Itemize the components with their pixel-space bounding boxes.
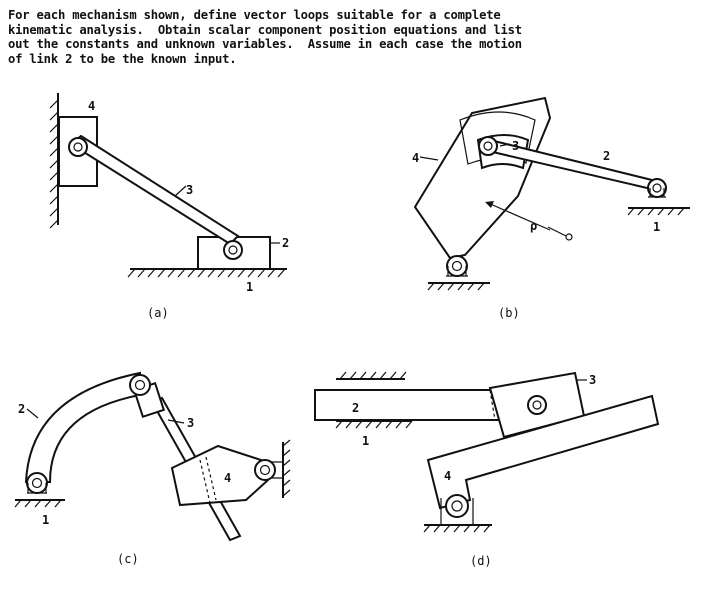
fig-c-ground-support [27,483,47,494]
fig-d-link-4 [426,394,660,510]
fig-b-rho-center [565,233,573,241]
fig-c-ground-hatch [14,499,62,508]
fig-a-label-1: 1 [246,280,253,294]
fig-b-caption: (b) [498,306,520,320]
fig-b-leader-4 [419,156,439,161]
fig-c-wall-support [272,461,283,479]
fig-c-pin-top-inner [134,379,146,391]
fig-b-pin-right-inner [652,183,662,193]
fig-b-link-4 [413,96,552,260]
fig-a-label-3: 3 [186,183,193,197]
fig-d-label-4: 4 [444,469,451,483]
fig-d-guide-top-hatch [339,371,407,380]
fig-d-guide-bottom-hatch [335,420,413,429]
fig-d-hidden-edge [489,389,496,421]
fig-c-caption: (c) [117,552,139,566]
fig-d-label-3: 3 [589,373,596,387]
problem-line-2: kinematic analysis. Obtain scalar compon… [8,22,522,37]
fig-c-link-2 [24,371,141,483]
fig-b-leader-3 [499,143,511,147]
fig-b-pin-bottom-inner [451,260,463,272]
fig-a-link-3 [69,134,240,246]
fig-b-rho-arrowhead [485,201,494,208]
problem-line-3: out the constants and unknown variables.… [8,37,522,51]
fig-b-right-support [648,188,666,198]
fig-d-label-2: 2 [352,401,359,415]
fig-b-label-1: 1 [653,220,660,234]
fig-b-label-rho: ρ [530,219,537,233]
fig-b-right-ground-hatch [627,207,685,216]
fig-d-pin-bottom-outer [445,494,469,518]
fig-a-caption: (a) [147,306,169,320]
fig-d-label-1: 1 [362,434,369,448]
fig-c-leader-2 [26,408,39,419]
fig-d-pin-top-inner [532,400,542,410]
fig-c-label-3: 3 [187,416,194,430]
fig-b-rho-line [487,202,551,231]
fig-a-pin-bottom-inner [228,245,238,255]
fig-a-ground-hatch [127,268,286,278]
fig-c-pin-ground-inner [31,477,43,489]
fig-b-label-2: 2 [603,149,610,163]
figure-d: 3 2 1 4 (d) [314,371,660,568]
figure-b: 3 2 4 1 ρ (b) [412,96,690,320]
fig-d-ground-hatch [423,524,491,533]
problem-line-4: of link 2 to be the known input. [8,51,237,66]
fig-c-label-4: 4 [224,471,231,485]
problem-line-1: For each mechanism shown, define vector … [8,8,501,22]
fig-c-label-2: 2 [18,402,25,416]
figure-c: 2 3 4 1 (c) [14,371,291,566]
fig-a-pin-bottom-outer [223,240,243,260]
problem-statement: For each mechanism shown, define vector … [8,8,698,66]
fig-a-pin-top-outer [68,137,88,157]
fig-b-pin-bottom-outer [446,255,468,277]
fig-b-label-4: 4 [412,151,419,165]
fig-b-pin-right-outer [647,178,667,198]
fig-a-label-2: 2 [282,236,289,250]
fig-a-pin-top-inner [73,142,83,152]
figure-a: 4 3 2 1 (a) [49,93,289,320]
fig-b-bottom-ground-hatch [427,282,485,291]
fig-a-label-4: 4 [88,99,95,113]
fig-c-wall-hatch [282,439,291,497]
fig-d-pin-bottom-inner [451,500,463,512]
fig-c-label-1: 1 [42,513,49,527]
fig-b-bottom-support [446,266,468,277]
fig-b-pin-slider-inner [483,141,493,151]
fig-a-leader-3 [174,185,187,197]
fig-c-pin-right-outer [254,459,276,481]
fig-c-pin-ground-outer [26,472,48,494]
fig-c-rod-hidden [199,456,217,504]
fig-b-rho-stub [547,226,567,237]
fig-c-leader-3 [167,419,185,424]
fig-d-caption: (d) [470,554,492,568]
fig-c-pin-right-inner [259,464,271,476]
fig-b-pin-slider-outer [478,136,498,156]
fig-d-bottom-support [440,498,474,525]
fig-d-pin-top-outer [527,395,547,415]
fig-a-wall-hatch [49,99,59,229]
fig-c-pin-top-outer [129,374,151,396]
fig-b-label-3: 3 [512,139,519,153]
